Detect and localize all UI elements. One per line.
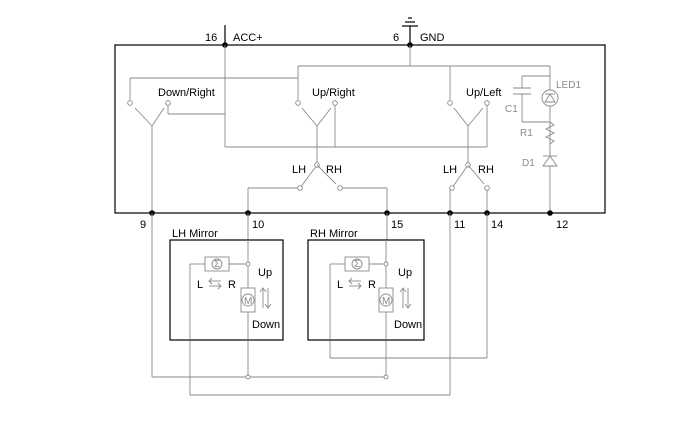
selector-lh-label: LH <box>292 164 306 176</box>
gnd-label: GND <box>420 32 445 44</box>
svg-text:M: M <box>382 296 390 307</box>
led-icon <box>541 89 559 107</box>
pin-12-label: 12 <box>556 219 568 231</box>
rh-lr-motor-icon: Σ <box>344 256 370 272</box>
lh-up-label: Up <box>258 267 272 279</box>
lh-down-label: Down <box>252 319 280 331</box>
switch-blades <box>134 107 485 185</box>
rh-ud-arrows-icon <box>399 287 412 309</box>
svg-text:M: M <box>244 296 252 307</box>
rh-l-label: L <box>337 279 343 291</box>
capacitor-label: C1 <box>505 104 518 115</box>
diode-label: D1 <box>522 158 535 169</box>
switch-contacts <box>127 100 490 191</box>
ground-icon <box>402 17 418 27</box>
rh-mirror: Σ M <box>307 239 425 341</box>
rh-ud-motor-icon: M <box>378 287 394 313</box>
lh-mirror: Σ M <box>169 239 284 341</box>
pin-16-label: 16 <box>205 32 217 44</box>
resistor-label: R1 <box>520 128 533 139</box>
down-right-label: Down/Right <box>158 87 215 99</box>
lh-r-label: R <box>228 279 236 291</box>
rh-down-label: Down <box>394 319 422 331</box>
lh-lr-arrows-icon <box>208 277 222 290</box>
diode-icon <box>542 155 558 167</box>
selector2-rh-label: RH <box>478 164 494 176</box>
selector-rh-label: RH <box>326 164 342 176</box>
up-left-label: Up/Left <box>466 87 501 99</box>
pin-11-label: 11 <box>454 219 465 231</box>
up-right-label: Up/Right <box>312 87 355 99</box>
rh-lr-arrows-icon <box>348 277 362 290</box>
pin-9-label: 9 <box>140 219 146 231</box>
svg-text:Σ: Σ <box>354 259 360 270</box>
external-wiring <box>151 213 488 396</box>
lh-lr-motor-icon: Σ <box>204 256 230 272</box>
selector2-lh-label: LH <box>443 164 457 176</box>
lh-ud-motor-icon: M <box>240 287 256 313</box>
lh-l-label: L <box>197 279 203 291</box>
rh-mirror-title: RH Mirror <box>310 228 358 240</box>
switch-assembly-box <box>114 44 606 214</box>
resistor-icon <box>544 121 556 145</box>
lh-mirror-title: LH Mirror <box>172 228 218 240</box>
internal-wiring <box>129 45 551 213</box>
pin-14-label: 14 <box>491 219 503 231</box>
led-label: LED1 <box>556 80 581 91</box>
pin-15-label: 15 <box>391 219 403 231</box>
svg-text:Σ: Σ <box>214 259 220 270</box>
acc-label: ACC+ <box>233 32 263 44</box>
pin-6-label: 6 <box>393 32 399 44</box>
rh-r-label: R <box>368 279 376 291</box>
capacitor-icon <box>513 87 531 110</box>
pin-10-label: 10 <box>252 219 264 231</box>
lh-ud-arrows-icon <box>259 287 272 309</box>
rh-up-label: Up <box>398 267 412 279</box>
